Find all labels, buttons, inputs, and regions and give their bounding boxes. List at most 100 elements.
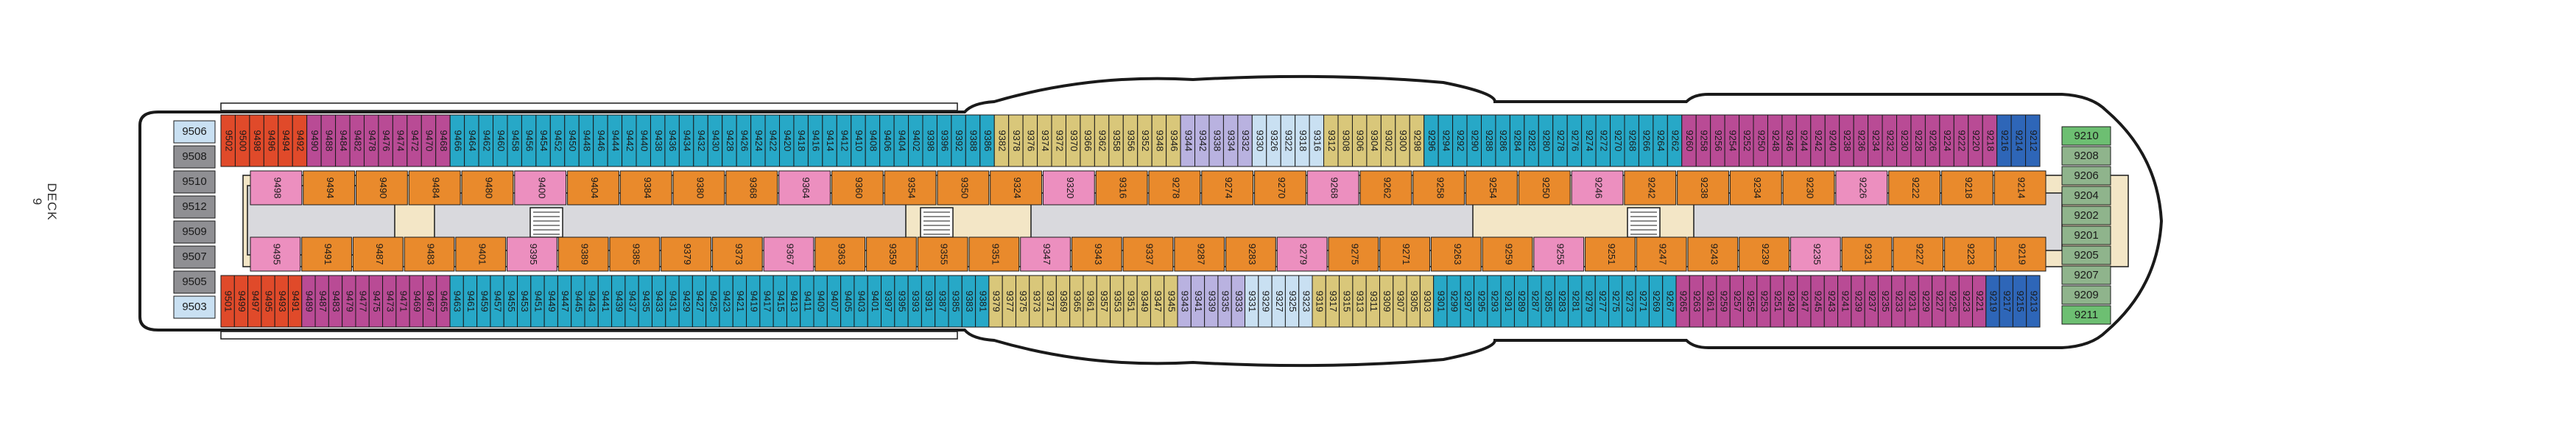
fore-cabin-fill — [2061, 206, 2111, 225]
cabin: 9388 — [965, 114, 981, 167]
cabin-number: 9432 — [696, 130, 707, 152]
cabin: 9240 — [1824, 114, 1840, 167]
cabin: 9451 — [530, 275, 545, 328]
cabin-number: 9431 — [667, 291, 678, 312]
cabin-number: 9417 — [762, 291, 773, 312]
cabin-number: 9262 — [1670, 130, 1681, 152]
cabin-number: 9358 — [1111, 130, 1122, 152]
inner-cabin-number: 9287 — [1195, 244, 1206, 265]
cabin-number: 9466 — [452, 130, 463, 152]
cabin: 9325 — [1284, 275, 1300, 328]
cabin: 9484 — [335, 114, 351, 167]
aft-cabin-number: 9505 — [182, 276, 206, 288]
cabin-number: 9221 — [1974, 291, 1985, 312]
cabin-number: 9247 — [1799, 291, 1810, 312]
inner-cabin-fill — [1729, 170, 1782, 206]
cabin-number: 9449 — [546, 291, 557, 312]
cabin: 9435 — [638, 275, 652, 328]
inner-cabin: 9254 — [1465, 170, 1518, 206]
inner-cabin-number: 9351 — [990, 244, 1001, 265]
cabin: 9247 — [1797, 275, 1812, 328]
cabin: 9303 — [1419, 275, 1435, 328]
cabin-number: 9250 — [1756, 130, 1767, 152]
cabin: 9307 — [1393, 275, 1407, 328]
cabin-number: 9455 — [506, 291, 517, 312]
cabin: 9450 — [564, 114, 580, 167]
inner-cabin-fill — [1533, 236, 1585, 272]
inner-cabin: 9480 — [461, 170, 514, 206]
cabin-number: 9437 — [627, 291, 638, 312]
inner-cabin-number: 9263 — [1452, 244, 1463, 265]
inner-cabin: 9373 — [711, 236, 763, 272]
cabin-number: 9446 — [596, 130, 607, 152]
aft-cabin-number: 9509 — [182, 225, 206, 238]
cabin-number: 9319 — [1315, 291, 1326, 312]
cabin-number: 9468 — [438, 130, 449, 152]
inner-cabin-number: 9363 — [836, 244, 847, 265]
cabin-number: 9429 — [681, 291, 692, 312]
inner-cabin-fill — [567, 170, 619, 206]
inner-cabin-fill — [831, 170, 884, 206]
cabin-number: 9464 — [467, 130, 478, 152]
cabin-number: 9366 — [1083, 130, 1094, 152]
cabin: 9496 — [263, 114, 279, 167]
cabin: 9251 — [1770, 275, 1784, 328]
cabin: 9239 — [1851, 275, 1865, 328]
inner-cabin-number: 9258 — [1435, 178, 1446, 199]
cabin-number: 9484 — [338, 130, 349, 152]
cabin-number: 9456 — [524, 130, 535, 152]
inner-cabin: 9351 — [968, 236, 1020, 272]
inner-cabin-number: 9354 — [907, 178, 918, 199]
cabin-number: 9326 — [1269, 130, 1280, 152]
inner-cabin-fill — [514, 170, 567, 206]
cabin: 9474 — [392, 114, 408, 167]
cabin: 9409 — [813, 275, 828, 328]
cabin: 9439 — [611, 275, 626, 328]
cabin-number: 9421 — [735, 291, 746, 312]
cabin-number: 9301 — [1435, 291, 1446, 312]
cabin-number: 9371 — [1045, 291, 1056, 312]
cabin-number: 9318 — [1298, 130, 1309, 152]
cabin-number: 9226 — [1928, 130, 1939, 152]
cabin: 9440 — [636, 114, 651, 167]
inner-cabin: 9279 — [1276, 236, 1328, 272]
aft-cabin: 9509 — [173, 220, 216, 244]
cabin: 9417 — [759, 275, 774, 328]
cabin: 9227 — [1932, 275, 1946, 328]
cabin: 9398 — [922, 114, 937, 167]
inner-cabin-number: 9355 — [939, 244, 950, 265]
cabin: 9416 — [807, 114, 823, 167]
cabin-number: 9487 — [317, 291, 328, 312]
cabin-number: 9251 — [1773, 291, 1784, 312]
cabin-number: 9308 — [1340, 130, 1351, 152]
stairwell — [920, 207, 954, 238]
cabin-number: 9306 — [1355, 130, 1366, 152]
cabin: 9483 — [328, 275, 343, 328]
cabin: 9218 — [1982, 114, 1998, 167]
cabin: 9316 — [1309, 114, 1325, 167]
inner-cabin-fill — [408, 170, 461, 206]
inner-cabin: 9379 — [661, 236, 711, 272]
cabin-number: 9369 — [1058, 291, 1069, 312]
cabin: 9459 — [476, 275, 491, 328]
cabin: 9293 — [1487, 275, 1502, 328]
cabin-number: 9442 — [624, 130, 636, 152]
fore-cabin: 9201 — [2061, 225, 2111, 245]
inner-cabin: 9384 — [619, 170, 672, 206]
cabin: 9304 — [1366, 114, 1382, 167]
cabin-number: 9491 — [290, 291, 301, 312]
inner-cabin: 9239 — [1739, 236, 1790, 272]
cabin: 9395 — [894, 275, 909, 328]
inner-cabin-fill — [672, 170, 725, 206]
cabin: 9415 — [773, 275, 787, 328]
inner-cabin-number: 9247 — [1658, 244, 1669, 265]
cabin-number: 9233 — [1893, 291, 1904, 312]
inner-cabin-number: 9347 — [1041, 244, 1052, 265]
cabin-number: 9406 — [882, 130, 893, 152]
inner-cabin-number: 9316 — [1118, 178, 1129, 199]
inner-cabin: 9262 — [1359, 170, 1412, 206]
cabin-number: 9281 — [1570, 291, 1581, 312]
cabin-number: 9217 — [2002, 291, 2013, 312]
